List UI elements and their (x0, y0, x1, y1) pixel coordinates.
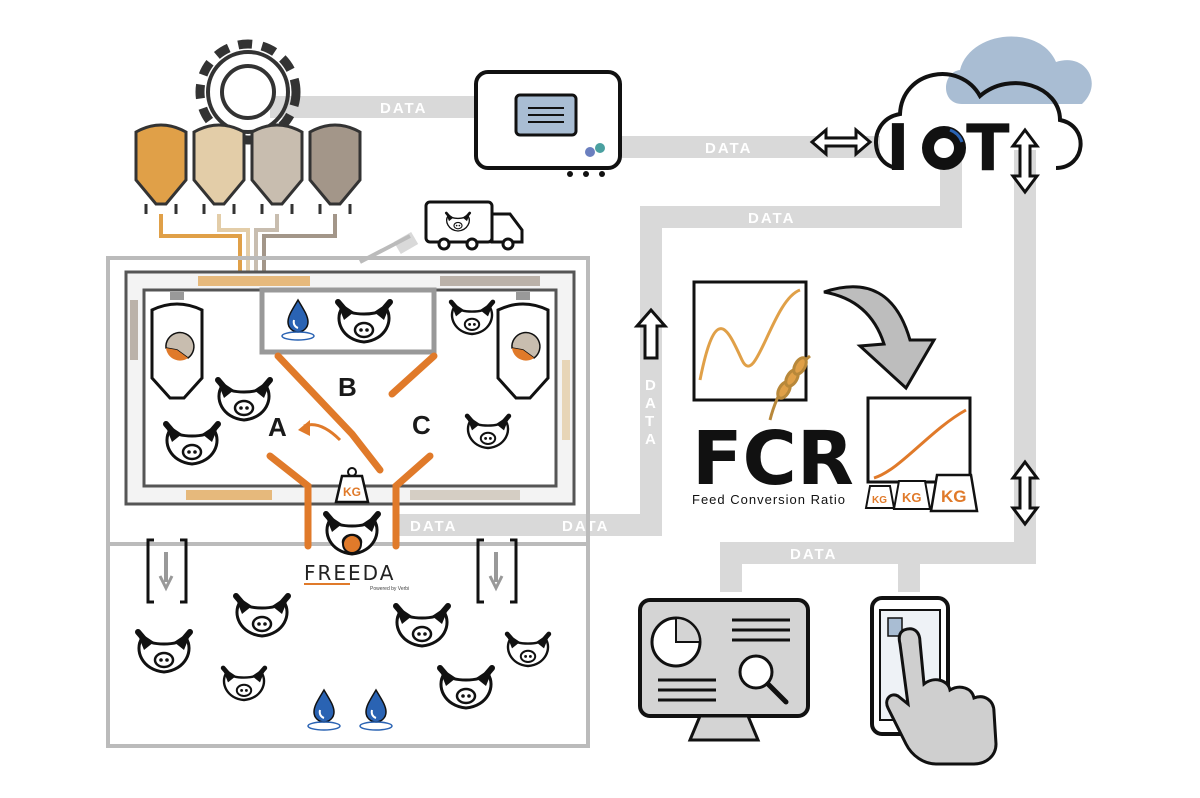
fcr-title: FCR (692, 416, 854, 502)
wheat-icon (768, 354, 811, 421)
zone-c-label: C (412, 410, 431, 440)
pipe-iot-right (1014, 150, 1036, 560)
pipe-truck (393, 231, 419, 255)
svg-text:Powered by Verbi: Powered by Verbi (370, 586, 409, 592)
feeder-icon (496, 292, 550, 400)
silo-icon (250, 123, 304, 214)
svg-text:KG: KG (872, 495, 887, 506)
controller-icon (474, 70, 622, 177)
svg-text:KG: KG (343, 485, 361, 499)
iot-letter-t: T (966, 112, 1010, 186)
pipe-phone (898, 542, 920, 592)
feeder-icon (150, 292, 204, 400)
arrow-icon (809, 126, 873, 158)
data-label-5: DATA (562, 518, 609, 535)
data-label-vertical: D A T A (645, 377, 658, 448)
data-label-2: DATA (705, 140, 752, 157)
feed-silos (134, 123, 362, 272)
svg-text:D: D (645, 377, 658, 394)
zone-b-label: B (338, 372, 357, 402)
data-label-1: DATA (380, 100, 427, 117)
silo-icon (192, 123, 246, 214)
freeda-station: FREEDA Powered by Verbi (304, 512, 409, 592)
svg-text:T: T (645, 413, 656, 430)
pig-icon (394, 604, 450, 646)
svg-text:KG: KG (902, 490, 922, 505)
arrow-icon (633, 127, 1040, 527)
gear-icon (195, 39, 301, 145)
data-label-4: DATA (410, 518, 457, 535)
svg-text:FREEDA: FREEDA (304, 561, 395, 585)
pipe-top-horizontal (640, 206, 962, 228)
arrow-icon (823, 285, 937, 391)
scale-weight-icon: KG (334, 467, 370, 504)
pipe-monitor (720, 542, 742, 592)
pig-icon (234, 594, 290, 636)
pig-icon (438, 666, 494, 708)
hand-pointer-icon (885, 627, 998, 766)
iot-letter-i: I (886, 112, 910, 186)
sorting-gate (266, 352, 438, 550)
arrow-icon (298, 420, 310, 436)
pig-icon (136, 630, 192, 672)
fcr-subtitle: Feed Conversion Ratio (692, 492, 846, 507)
pipe-vertical-left (640, 206, 662, 536)
truck-icon (424, 200, 524, 251)
pig-icon (506, 632, 551, 666)
zone-a-label: A (268, 412, 287, 442)
svg-text:A: A (645, 431, 658, 448)
svg-text:A: A (645, 395, 658, 412)
pig-icon (222, 666, 267, 700)
data-pipe-network (270, 96, 1036, 592)
data-label-3: DATA (748, 210, 795, 227)
silo-icon (134, 123, 188, 214)
water-drop-icon (359, 689, 393, 731)
wifi-icon (922, 126, 966, 170)
chart-icon (866, 396, 972, 484)
pipe-gear-controller (270, 96, 480, 118)
silo-icon (308, 123, 362, 214)
one-way-gate (146, 538, 518, 604)
pipe-bottom-horizontal (720, 542, 1036, 564)
scale-weight-icon: KG (929, 473, 979, 513)
svg-text:KG: KG (941, 487, 967, 506)
scale-weight-icon: KG (864, 485, 896, 509)
data-label-6: DATA (790, 546, 837, 563)
pipe-freeda-out (396, 514, 662, 536)
cloud-icon (874, 36, 1092, 170)
monitor-icon (638, 598, 810, 742)
scale-weight-icon: KG (892, 480, 932, 510)
water-drop-icon (307, 689, 341, 731)
